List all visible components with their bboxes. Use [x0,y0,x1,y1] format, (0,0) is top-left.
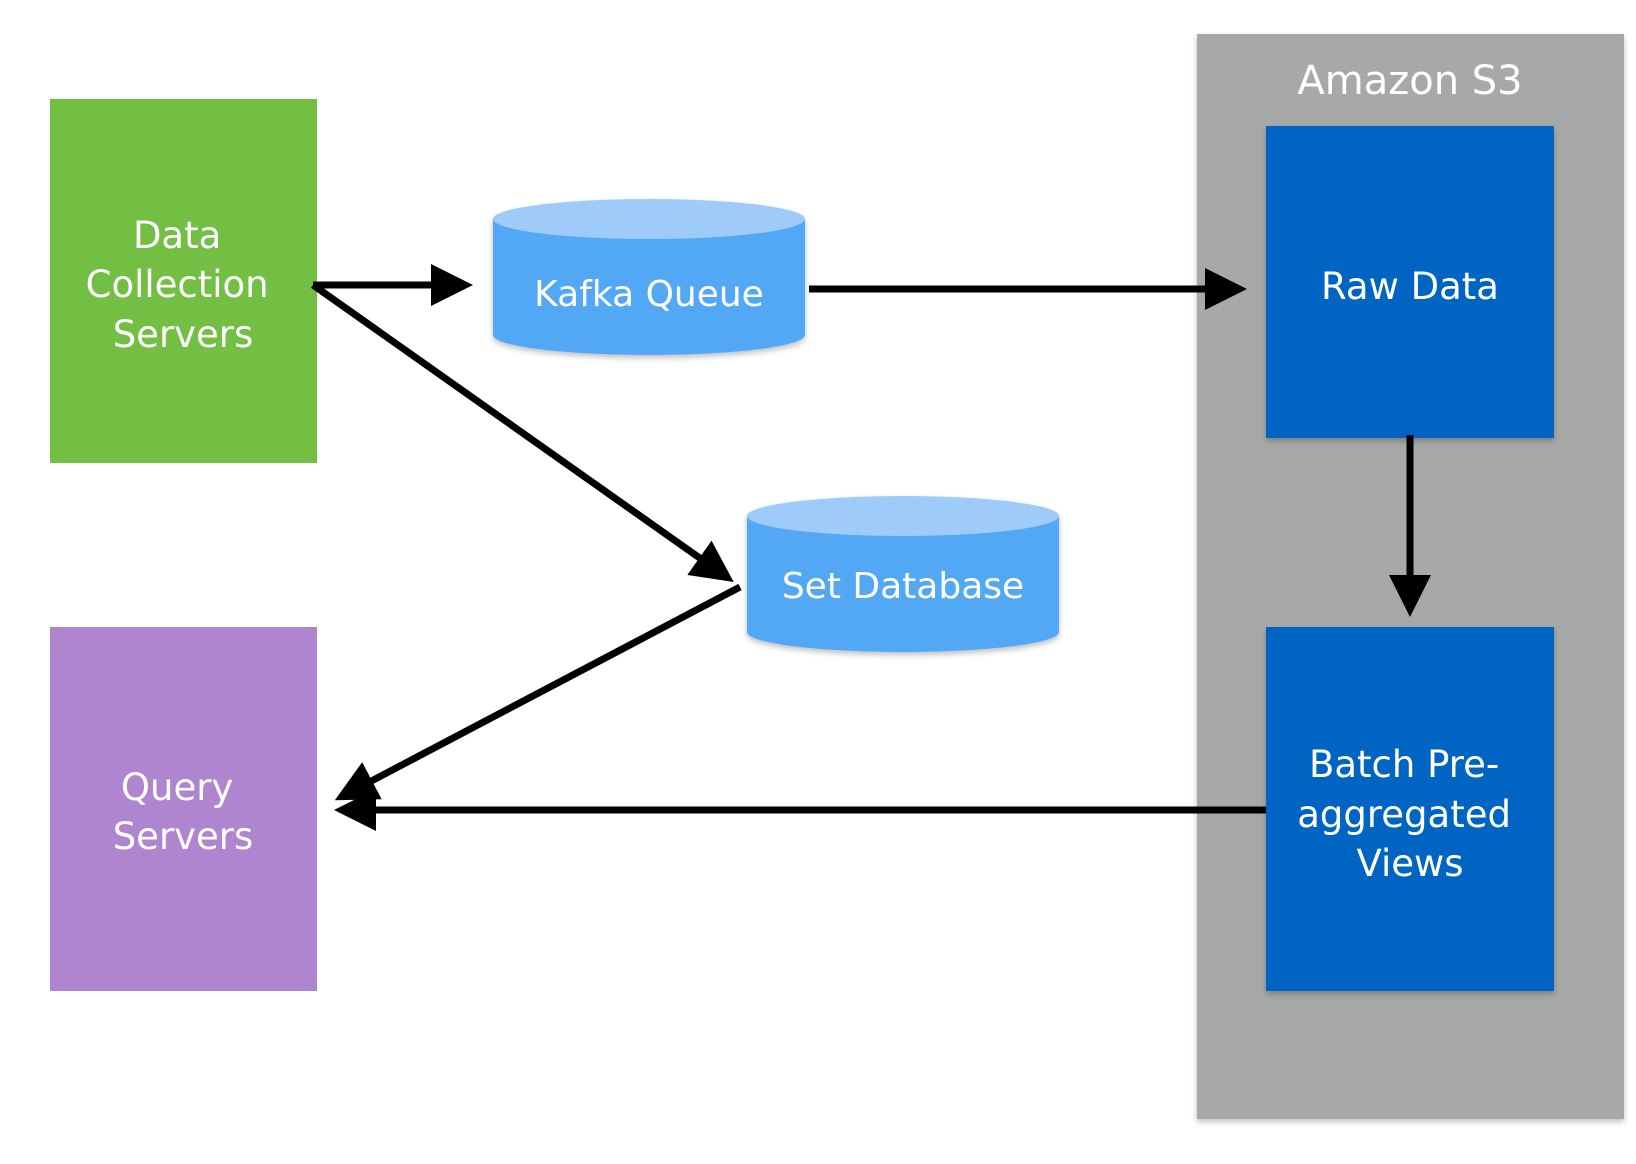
kafka-queue-node [493,199,805,355]
query-servers-box [50,627,317,991]
query-servers-label: Query Servers [113,766,254,858]
set-database-cylinder-top [747,496,1059,536]
raw-data-node: Raw Data [1266,126,1554,438]
data-collection-servers-label: Data Collection Servers [86,214,281,356]
kafka-queue-label: Kafka Queue [534,274,764,315]
edge-set-database-to-query-servers [334,583,742,801]
data-collection-servers-box [50,99,317,463]
batch-views-node: Batch Pre- aggregated Views [1266,627,1554,991]
set-database-label: Set Database [782,566,1024,607]
kafka-queue-cylinder-body [493,219,805,355]
data-collection-label-line-1: Data [133,214,221,257]
data-collection-label-line-2: Collection [86,263,269,306]
query-servers-label-line-1: Query [121,766,233,809]
data-collection-servers-node: Data Collection Servers [50,99,317,463]
query-servers-label-line-2: Servers [113,815,254,858]
query-servers-node: Query Servers [50,627,317,991]
raw-data-box [1266,126,1554,438]
batch-views-label-line-3: Views [1356,842,1463,885]
amazon-s3-label: Amazon S3 [1297,58,1522,104]
raw-data-label: Raw Data [1321,265,1499,308]
set-database-node [747,496,1059,652]
batch-views-label-line-2: aggregated [1297,793,1511,836]
edge-data-collection-to-set-database [310,282,734,583]
kafka-queue-cylinder-top [493,199,805,239]
edges [310,264,1431,831]
batch-views-label-line-1: Batch Pre- [1309,743,1499,786]
data-collection-label-line-3: Servers [113,313,254,356]
batch-views-label: Batch Pre- aggregated Views [1297,743,1523,885]
batch-views-box [1266,627,1554,991]
set-database-cylinder-body [747,516,1059,652]
